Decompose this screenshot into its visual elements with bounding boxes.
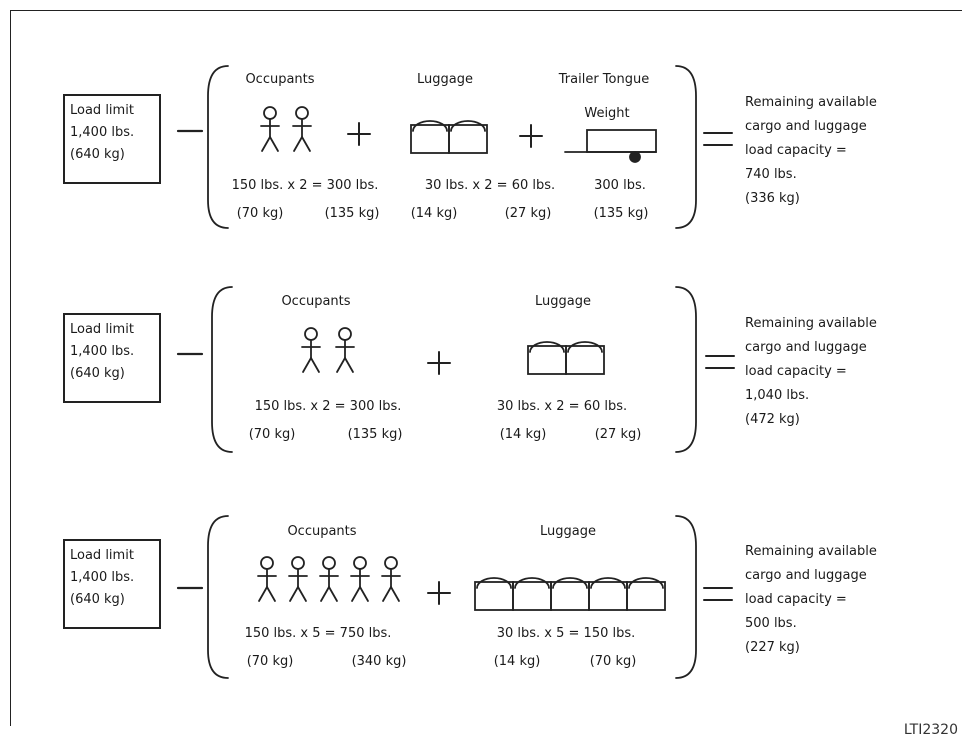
luggage-icon [512,577,552,611]
load-limit-label: Load limit [70,548,134,563]
luggage-kg-2: (14 kg) [499,427,547,442]
load-limit-kg: (640 kg) [70,147,125,162]
trailer-icon [564,129,657,163]
load-limit-box-2: Load limit 1,400 lbs. (640 kg) [63,313,161,403]
load-limit-box-3: Load limit 1,400 lbs. (640 kg) [63,539,161,629]
result-line: cargo and luggage [745,119,867,134]
load-limit-lbs: 1,400 lbs. [70,344,135,359]
trailer-title2-1: Weight [584,106,630,121]
occupants-total-kg-2: (135 kg) [347,427,403,442]
person-icon [260,106,280,152]
occupants-kg-2: (70 kg) [248,427,296,442]
occupants-total-kg-3: (340 kg) [351,654,407,669]
luggage-total-kg-2: (27 kg) [594,427,642,442]
luggage-icon [448,120,488,154]
result-line: load capacity = [745,143,847,158]
luggage-total-kg-1: (27 kg) [504,206,552,221]
load-limit-kg: (640 kg) [70,366,125,381]
left-paren-icon [207,515,229,679]
result-lbs: 740 lbs. [745,167,797,182]
person-icon [319,556,339,602]
occupants-title-1: Occupants [245,72,315,87]
person-icon [381,556,401,602]
result-kg: (227 kg) [745,640,800,655]
luggage-icon [474,577,514,611]
left-paren-icon [207,65,229,229]
figure-code: LTI2320 [903,722,958,738]
person-icon [350,556,370,602]
result-kg: (472 kg) [745,412,800,427]
luggage-calc-2: 30 lbs. x 2 = 60 lbs. [496,399,628,414]
luggage-icon [527,341,567,375]
plus-icon [427,351,451,375]
person-icon [257,556,277,602]
plus-icon [347,122,371,146]
person-icon [301,327,321,373]
result-line: load capacity = [745,592,847,607]
load-limit-label: Load limit [70,322,134,337]
luggage-icon [626,577,666,611]
occupants-total-kg-1: (135 kg) [324,206,380,221]
luggage-kg-3: (14 kg) [493,654,541,669]
plus-icon [519,124,543,148]
occupants-calc-1: 150 lbs. x 2 = 300 lbs. [231,178,379,193]
trailer-title-1: Trailer Tongue [558,72,650,87]
luggage-calc-1: 30 lbs. x 2 = 60 lbs. [424,178,556,193]
person-icon [335,327,355,373]
equals-icon [703,132,733,146]
result-line: load capacity = [745,364,847,379]
right-paren-icon [675,286,697,453]
trailer-calc-1: 300 lbs. [594,178,646,193]
occupants-calc-2: 150 lbs. x 2 = 300 lbs. [254,399,402,414]
result-line: Remaining available [745,316,877,331]
luggage-icon [550,577,590,611]
figure-frame [10,10,962,726]
luggage-title-2: Luggage [535,294,591,309]
result-lbs: 1,040 lbs. [745,388,810,403]
right-paren-icon [675,65,697,229]
result-line: cargo and luggage [745,340,867,355]
result-lbs: 500 lbs. [745,616,797,631]
load-limit-lbs: 1,400 lbs. [70,570,135,585]
luggage-kg-1: (14 kg) [410,206,458,221]
result-kg: (336 kg) [745,191,800,206]
luggage-total-kg-3: (70 kg) [589,654,637,669]
load-limit-label: Load limit [70,103,134,118]
occupants-calc-3: 150 lbs. x 5 = 750 lbs. [244,626,392,641]
occupants-kg-1: (70 kg) [236,206,284,221]
result-2: Remaining available cargo and luggage lo… [745,312,877,432]
occupants-title-3: Occupants [287,524,357,539]
luggage-icon [588,577,628,611]
luggage-calc-3: 30 lbs. x 5 = 150 lbs. [496,626,636,641]
trailer-kg-1: (135 kg) [593,206,649,221]
luggage-icon [565,341,605,375]
load-limit-kg: (640 kg) [70,592,125,607]
load-limit-lbs: 1,400 lbs. [70,125,135,140]
luggage-title-3: Luggage [540,524,596,539]
luggage-icon [410,120,450,154]
right-paren-icon [675,515,697,679]
luggage-title-1: Luggage [417,72,473,87]
result-line: Remaining available [745,95,877,110]
plus-icon [427,581,451,605]
result-line: Remaining available [745,544,877,559]
occupants-kg-3: (70 kg) [246,654,294,669]
result-1: Remaining available cargo and luggage lo… [745,91,877,211]
equals-icon [705,355,735,369]
load-limit-box-1: Load limit 1,400 lbs. (640 kg) [63,94,161,184]
result-3: Remaining available cargo and luggage lo… [745,540,877,660]
person-icon [288,556,308,602]
equals-icon [703,587,733,601]
left-paren-icon [211,286,233,453]
person-icon [292,106,312,152]
result-line: cargo and luggage [745,568,867,583]
occupants-title-2: Occupants [281,294,351,309]
